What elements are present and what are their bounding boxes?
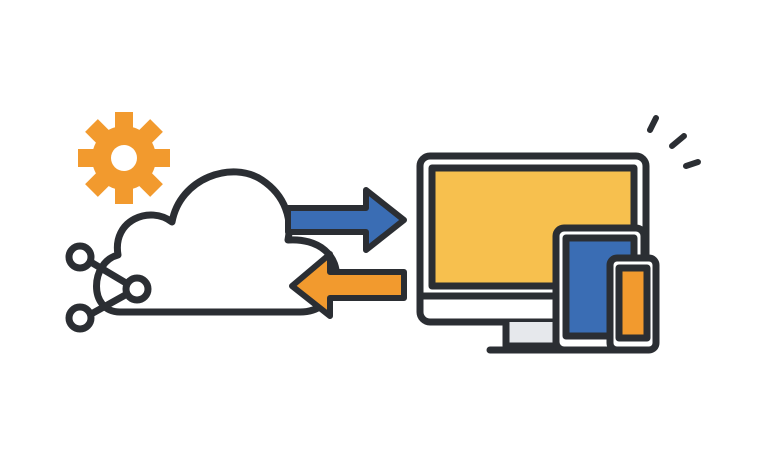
upload-arrow-icon <box>285 187 407 253</box>
gear-icon <box>78 112 170 204</box>
phone-icon <box>606 254 660 354</box>
signal-rays-icon <box>647 115 701 169</box>
download-arrow-icon <box>289 251 407 319</box>
share-icon <box>65 242 152 333</box>
